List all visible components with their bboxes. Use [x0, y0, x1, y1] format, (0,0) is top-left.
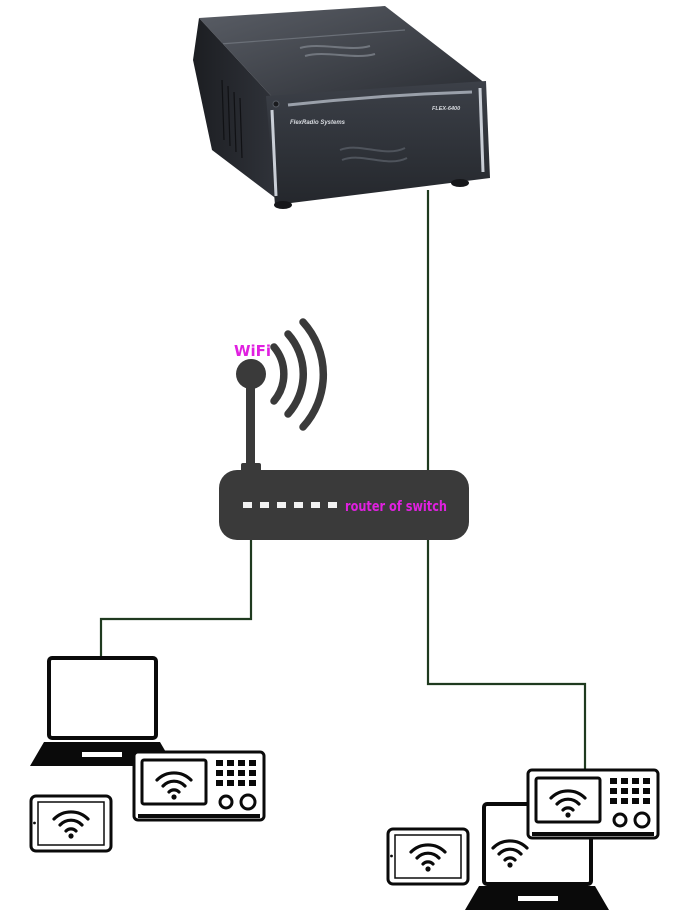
right-client-group: [388, 770, 658, 910]
antenna-icon: [246, 380, 255, 468]
radio-model-label: FLEX-6400: [432, 106, 460, 112]
tablet-icon: [388, 829, 468, 884]
radio-control-head-icon: [134, 752, 264, 820]
radio-brand-label: FlexRadio Systems: [290, 120, 346, 126]
router-label: router of switch: [345, 499, 447, 515]
laptop-icon: [30, 656, 174, 766]
flexradio-transceiver: FlexRadio Systems FLEX-6400: [193, 6, 490, 209]
tablet-icon: [31, 796, 111, 851]
cable-router-to-right-laptop: [426, 535, 587, 770]
router-switch: router of switch: [219, 470, 469, 540]
cable-router-to-left-laptop: [99, 535, 253, 656]
wifi-antenna: WiFi: [234, 318, 328, 473]
radio-control-head-icon: [528, 770, 658, 838]
router-ports: [243, 502, 337, 508]
left-client-group: [30, 656, 264, 851]
wifi-signal-icon: [270, 318, 328, 431]
cables: [99, 190, 587, 770]
wifi-label: WiFi: [234, 342, 271, 360]
